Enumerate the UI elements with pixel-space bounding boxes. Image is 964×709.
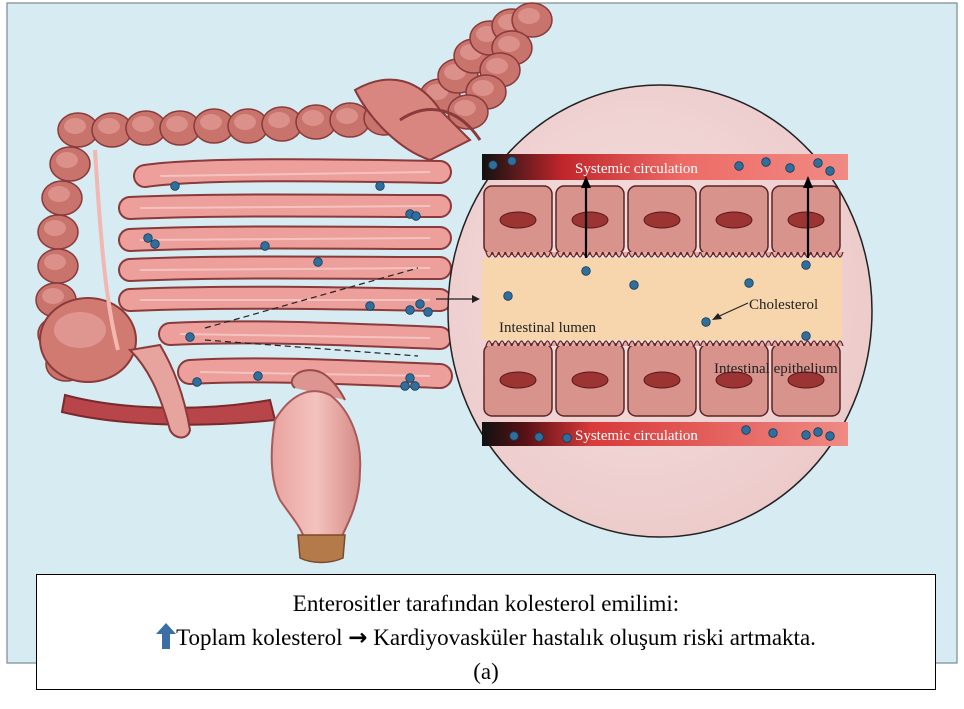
cholesterol-dot [508,157,517,166]
cholesterol-dot [504,292,513,301]
cholesterol-dot [406,306,415,315]
cell-nucleus [572,212,608,228]
cholesterol-dot [826,432,835,441]
cholesterol-dot [489,161,498,170]
cholesterol-dot [193,378,202,387]
systemic-circulation-bottom-label: Systemic circulation [575,428,698,444]
cholesterol-dot [786,164,795,173]
caption-line-3: (a) [37,655,935,689]
cholesterol-dot [745,279,754,288]
caption-arrow: → [348,625,367,651]
cholesterol-dot [769,429,778,438]
cell-nucleus [500,372,536,388]
cholesterol-dot [171,182,180,191]
colon-segment [38,249,78,283]
cholesterol-dot [314,258,323,267]
intestinal-epithelium-label: Intestinal epithelium [714,361,838,377]
cholesterol-dot [802,261,811,270]
cholesterol-dot [254,372,263,381]
caption-box: Enterositler tarafından kolesterol emili… [36,574,936,690]
cholesterol-dot [376,182,385,191]
cholesterol-dot [424,308,433,317]
cholesterol-dot [535,433,544,442]
cholesterol-dot [261,242,270,251]
cecum-highlight [54,312,106,348]
cholesterol-dot [416,300,425,309]
cholesterol-dot [411,382,420,391]
caption-total-cholesterol: Toplam kolesterol [176,625,342,650]
cholesterol-dot [406,374,415,383]
up-arrow-icon [156,623,176,649]
cholesterol-dot [802,431,811,440]
cell-nucleus [500,212,536,228]
cholesterol-dot [582,267,591,276]
cholesterol-dot [814,159,823,168]
cholesterol-dot [186,333,195,342]
intestinal-lumen-label: Intestinal lumen [499,320,597,336]
systemic-circulation-top-label: Systemic circulation [575,161,698,177]
cell-nucleus [572,372,608,388]
cholesterol-dot [802,332,811,341]
cell-nucleus [644,372,680,388]
cholesterol-dot [151,240,160,249]
colon-segment [50,147,90,181]
cholesterol-dot [826,167,835,176]
cell-nucleus [788,212,824,228]
cholesterol-dot [412,212,421,221]
cholesterol-dot [510,432,519,441]
epithelial-cells-bottom [484,344,840,416]
colon-segment [38,215,78,249]
cholesterol-dot [401,382,410,391]
caption-line-2: Toplam kolesterol → Kardiyovasküler hast… [37,621,935,655]
epithelial-cells-top [484,186,840,254]
cell-nucleus [716,212,752,228]
colon-segment [42,181,82,215]
cholesterol-dot [814,428,823,437]
cholesterol-dot [742,426,751,435]
cholesterol-dot [366,302,375,311]
caption-line-1: Enterositler tarafından kolesterol emili… [37,587,935,621]
cell-nucleus [644,212,680,228]
cholesterol-dot [630,281,639,290]
cholesterol-dot [144,234,153,243]
cholesterol-dot [735,162,744,171]
caption-risk-text: Kardiyovasküler hastalık oluşum riski ar… [368,625,816,650]
cholesterol-label: Cholesterol [749,297,818,313]
cholesterol-dot [702,318,711,327]
cholesterol-dot [563,434,572,443]
cholesterol-dot [762,158,771,167]
